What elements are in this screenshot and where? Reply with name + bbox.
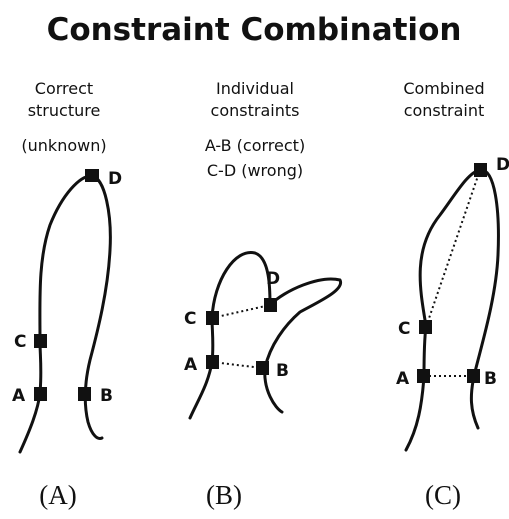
panel-b-label-b: B (276, 361, 289, 381)
panel-b-caption-line-1: Individual (216, 79, 294, 98)
panel-a-label: (A) (39, 480, 76, 510)
panel-c-node-c (419, 320, 432, 334)
panel-b-constraint-c-d (212, 305, 270, 318)
panel-b-label: (B) (206, 480, 242, 510)
panel-a-node-c (34, 334, 47, 348)
panel-c-label-c: C (398, 319, 410, 339)
panel-a-caption-line-1: Correct (35, 79, 93, 98)
panel-b-caption-line-3: A-B (correct) (205, 136, 305, 155)
panel-b-caption-line-4: C-D (wrong) (207, 161, 303, 180)
panel-c-node-a (417, 369, 430, 383)
panel-c-constraint-c-d (426, 170, 480, 327)
figure-title: Constraint Combination (47, 12, 462, 48)
panel-c-caption-line-2: constraint (404, 101, 485, 120)
panel-b: Individual constraints A-B (correct) C-D… (184, 79, 341, 510)
panel-a-label-b: B (100, 386, 113, 406)
panel-c-node-d (474, 163, 487, 177)
panel-c-label: (C) (425, 480, 461, 510)
panel-a-node-b (78, 387, 91, 401)
panel-a: Correct structure (unknown) C A D B (A) (12, 79, 122, 510)
panel-a-label-a: A (12, 386, 26, 406)
panel-c: Combined constraint D C A B (C) (396, 79, 509, 510)
panel-a-caption-line-3: (unknown) (21, 136, 106, 155)
panel-b-label-a: A (184, 355, 198, 375)
panel-b-label-d: D (266, 269, 280, 289)
panel-b-label-c: C (184, 309, 196, 329)
panel-b-constraint-a-b (212, 362, 262, 368)
panel-a-label-d: D (108, 169, 122, 189)
panel-a-label-c: C (14, 332, 26, 352)
panel-a-caption-line-2: structure (28, 101, 101, 120)
panel-c-chain-curve (406, 170, 498, 450)
panel-b-caption-line-2: constraints (211, 101, 300, 120)
panel-a-node-a (34, 387, 47, 401)
panel-c-node-b (467, 369, 480, 383)
panel-a-chain-curve (20, 176, 110, 452)
panel-a-node-d (85, 169, 99, 182)
panel-c-label-a: A (396, 369, 410, 389)
panel-b-node-a (206, 355, 219, 369)
panel-c-label-d: D (496, 155, 509, 175)
panel-c-label-b: B (484, 369, 497, 389)
panel-b-node-d (264, 298, 277, 312)
panel-b-node-c (206, 311, 219, 325)
panel-b-node-b (256, 361, 269, 375)
panel-c-caption-line-1: Combined (403, 79, 484, 98)
